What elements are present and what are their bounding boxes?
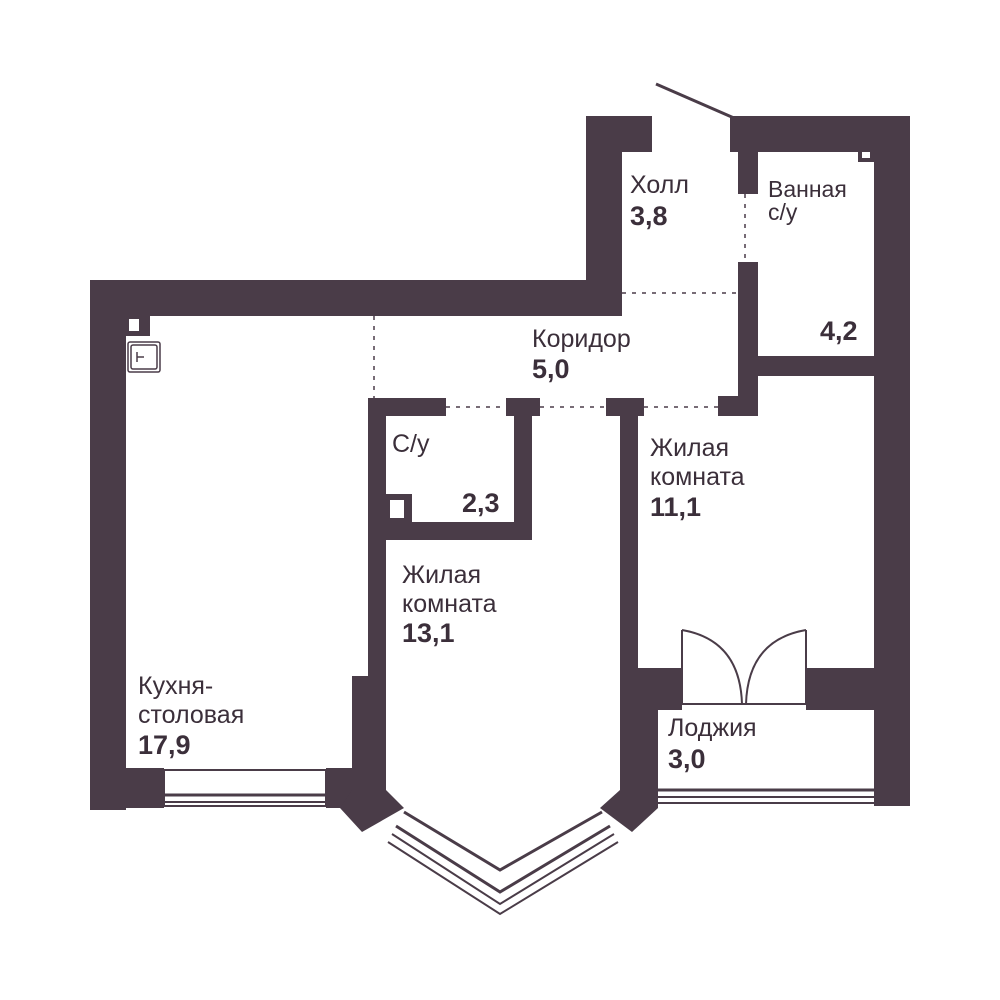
wall-kitchen-partition xyxy=(352,676,386,808)
zone-borders xyxy=(373,194,746,408)
balcony-door xyxy=(681,629,807,705)
wall-wc-top xyxy=(368,398,446,416)
kitchen-window xyxy=(163,769,327,807)
corridor-name: Коридор xyxy=(532,325,631,353)
wall-loggia-top-right xyxy=(806,668,910,710)
living2-name: Жилая комната xyxy=(402,561,497,618)
hall-name: Холл xyxy=(630,171,689,199)
wall-kitchen-bottom-left xyxy=(90,768,164,808)
sink-icon xyxy=(127,341,161,373)
wall-bath-left-lower xyxy=(738,262,758,416)
wall-bay-right xyxy=(600,790,658,832)
wall-wc-bottom xyxy=(368,522,532,540)
wall-top-main xyxy=(90,280,620,316)
loggia-area: 3,0 xyxy=(668,744,706,774)
entrance-door xyxy=(655,82,735,120)
duct-wc-inner xyxy=(390,500,404,518)
living1-area: 11,1 xyxy=(650,492,702,522)
wall-bath-bottom xyxy=(738,356,910,376)
duct-kitchen-inner xyxy=(129,319,139,331)
corridor-area: 5,0 xyxy=(532,354,570,384)
wc-name: С/у xyxy=(392,430,430,458)
wc-area: 2,3 xyxy=(462,488,500,518)
wall-wc-stub xyxy=(506,398,540,416)
kitchen-area: 17,9 xyxy=(138,730,191,760)
wall-hall-top-left xyxy=(586,116,652,152)
wall-left xyxy=(90,280,126,810)
hall-area: 3,8 xyxy=(630,201,668,231)
wall-corridor-right-stub xyxy=(718,396,758,416)
loggia-name: Лоджия xyxy=(668,714,757,742)
bay-window xyxy=(387,810,619,916)
living2-area: 13,1 xyxy=(402,618,455,648)
living1-name: Жилая комната xyxy=(650,434,745,491)
walls xyxy=(90,116,910,832)
duct-bath-inner xyxy=(862,152,870,158)
wall-bath-left-upper xyxy=(738,116,758,194)
bath-area: 4,2 xyxy=(820,316,858,346)
wall-loggia-left xyxy=(620,668,658,808)
wall-wc-right xyxy=(514,398,532,540)
wall-bay-left xyxy=(340,790,404,832)
bath-name: Ванная с/у xyxy=(768,176,847,225)
loggia-glazing xyxy=(658,788,874,804)
kitchen-name: Кухня- столовая xyxy=(138,672,245,729)
